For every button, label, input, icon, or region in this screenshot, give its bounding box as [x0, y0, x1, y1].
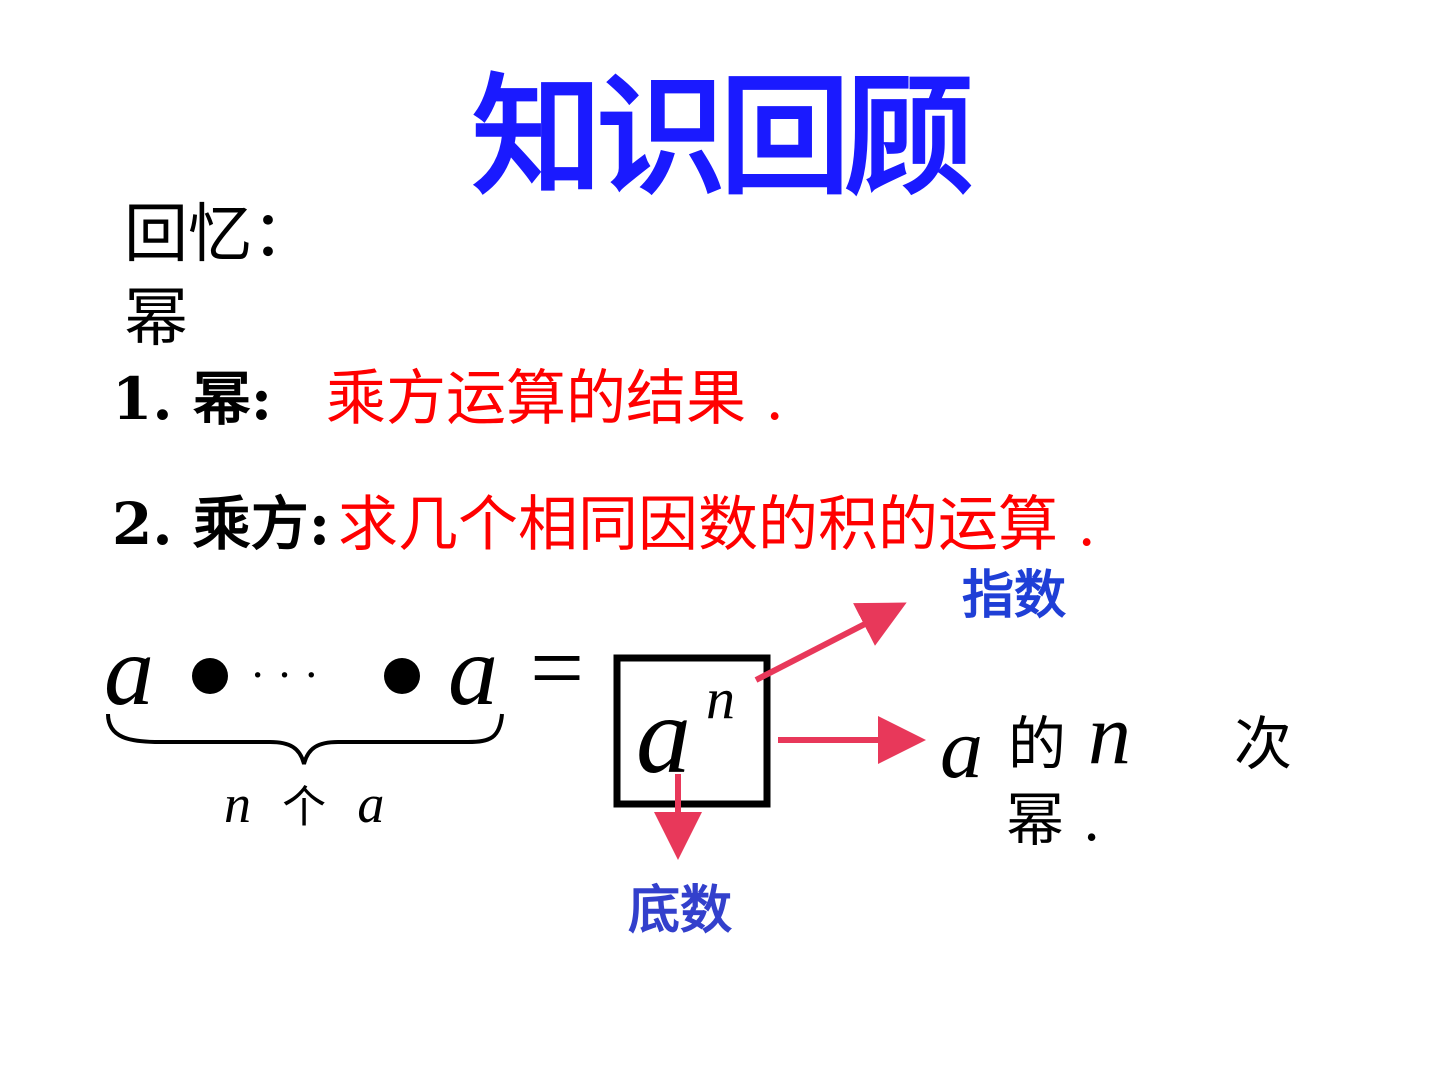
multiply-dot-left [192, 658, 228, 694]
arrow-to-exponent [754, 602, 907, 683]
item-2-definition: 求几个相同因数的积的运算 . [338, 490, 1097, 560]
slide-title: 知识回顾 [471, 61, 974, 213]
brace-caption-a: a [357, 774, 385, 834]
item-1-definition: 乘方运算的结果 . [326, 364, 785, 434]
brace-caption-word: 个 [282, 782, 327, 833]
exponent-label: 指数 [962, 566, 1067, 626]
brace-caption: n 个 a [224, 772, 384, 840]
product-last-a: a [448, 615, 498, 726]
box-exponent-n: n [706, 666, 735, 731]
result-a: a [940, 700, 983, 796]
base-label: 底数 [628, 881, 733, 941]
result-power: 幂 . [1006, 786, 1101, 854]
result-de: 的 [1008, 710, 1067, 778]
item-2-label: 2. 乘方: [112, 490, 331, 558]
power-box [613, 654, 771, 808]
result-ci: 次 [1234, 710, 1293, 778]
equals-sign: = [530, 614, 584, 721]
item-1-label: 1. 幂: [112, 365, 273, 433]
brace-caption-n: n [224, 774, 251, 834]
box-base-a: a [636, 674, 691, 796]
product-ellipsis: · · · [250, 649, 319, 700]
recall-heading: 回忆： [124, 198, 316, 272]
topic-word: 幂 [124, 282, 188, 356]
multiply-dot-right [384, 658, 420, 694]
product-first-a: a [104, 615, 154, 726]
result-n: n [1088, 686, 1131, 782]
underbrace [106, 713, 504, 765]
